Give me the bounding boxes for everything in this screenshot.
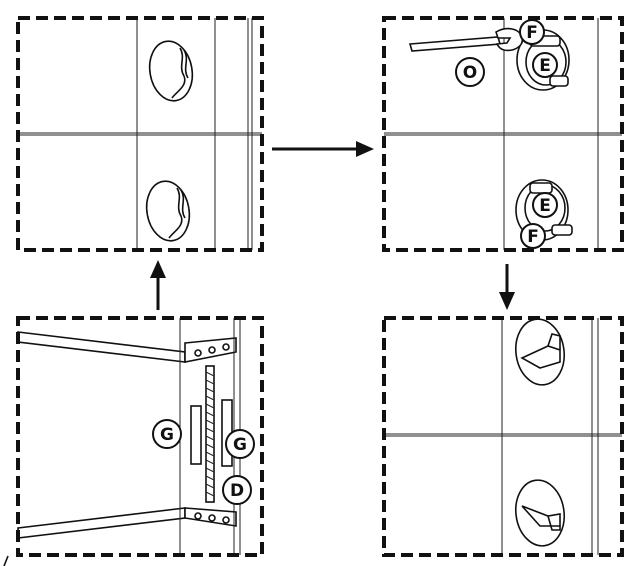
oval-hole-upper [514, 318, 566, 386]
panel-top-left [16, 16, 264, 252]
upper-plate [184, 337, 237, 363]
panel-frame [16, 16, 264, 252]
svg-text:F: F [526, 23, 538, 43]
threaded-rod [205, 365, 215, 503]
svg-text:E: E [539, 56, 551, 76]
callout-g-right: G [225, 429, 255, 459]
svg-text:O: O [463, 63, 477, 83]
svg-text:E: E [539, 196, 551, 216]
upper-rail [17, 331, 186, 363]
arrow-down [499, 264, 515, 310]
wrench-tool [408, 27, 524, 52]
oval-hole-upper [148, 40, 194, 102]
callout-o: O [455, 57, 485, 87]
callout-e-upper: E [532, 52, 558, 78]
stray-mark [3, 555, 9, 566]
arrow-up [150, 260, 166, 310]
slot-left [190, 405, 202, 465]
oval-hole-lower [145, 180, 191, 242]
callout-d: D [222, 475, 252, 505]
callout-e-lower: E [532, 192, 558, 218]
oval-hole-lower [514, 479, 566, 547]
lower-plate [184, 507, 237, 527]
panel-top-right: F E O E F [382, 16, 624, 252]
svg-text:F: F [527, 227, 539, 247]
svg-text:G: G [160, 425, 174, 445]
panel-bottom-left: G G D [16, 316, 264, 557]
callout-g-left: G [152, 419, 182, 449]
arrow-right [272, 141, 374, 157]
svg-text:G: G [233, 435, 247, 455]
panel-frame [382, 316, 624, 557]
callout-f-lower: F [520, 223, 546, 249]
panel-bottom-right [382, 316, 624, 557]
panel-frame [16, 316, 264, 557]
svg-text:D: D [230, 481, 244, 501]
callout-f-upper: F [519, 19, 545, 45]
lower-rail [17, 507, 186, 539]
panel-frame [382, 16, 624, 252]
